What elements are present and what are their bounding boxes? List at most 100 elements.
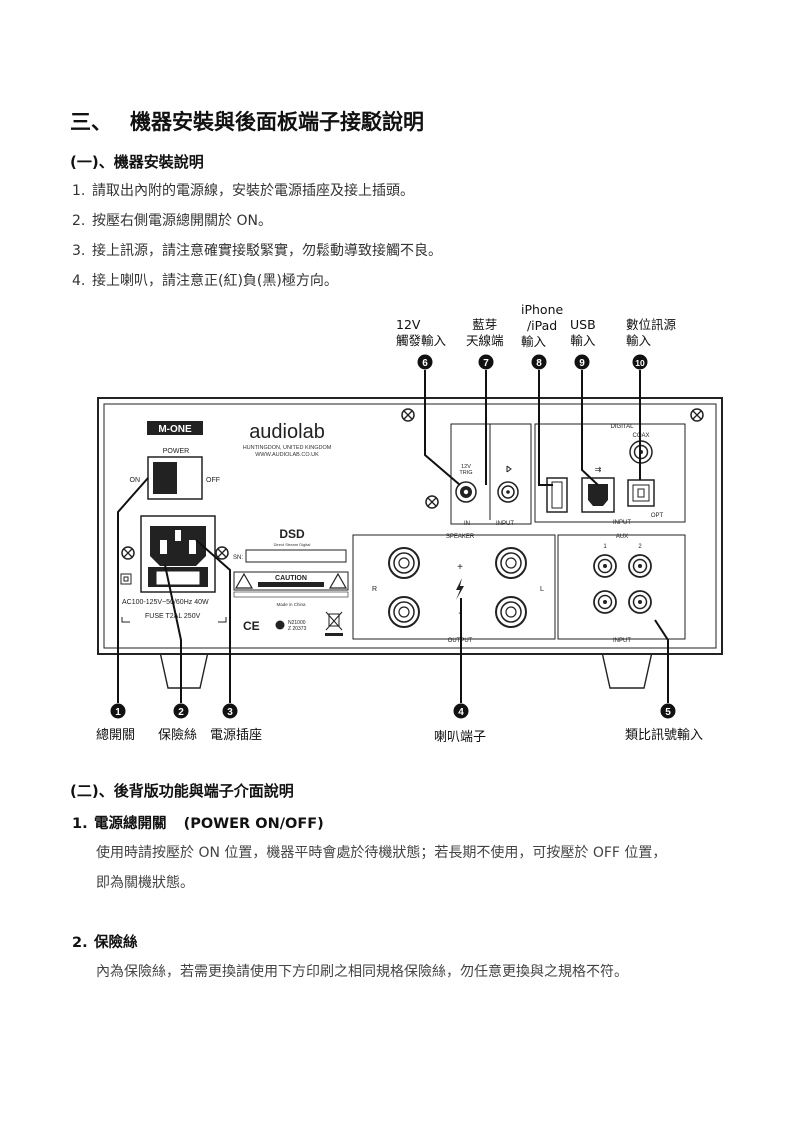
label-fuse: 保險絲 <box>158 728 198 743</box>
label-usb: USB 輸入 <box>570 317 596 349</box>
speaker-terminal <box>388 547 420 579</box>
screw-icon <box>215 546 229 560</box>
install-step-4: 4. 接上喇叭，請注意正(紅)負(黑)極方向。 <box>72 270 338 290</box>
item-title: 保險絲 <box>94 935 138 951</box>
callout-1: 1 <box>110 703 126 719</box>
weee-bin-icon <box>325 611 343 636</box>
aux-panel <box>557 534 686 640</box>
iec-socket <box>150 526 206 566</box>
digital-input-label: INPUT <box>613 520 631 526</box>
section-title-text: 機器安裝與後面板端子接駁說明 <box>130 110 424 134</box>
label-power-switch: 總開關 <box>96 728 136 743</box>
iec-pin <box>189 540 196 554</box>
interface-item-2-line-1: 內為保險絲，若需更換請使用下方印刷之相同規格保險絲，勿任意更換與之規格不符。 <box>96 964 628 980</box>
step-number: 4. <box>72 273 86 289</box>
rca-jack <box>628 590 652 614</box>
svg-text:2: 2 <box>178 707 184 718</box>
leader-lines <box>117 370 669 703</box>
step-number: 1. <box>72 183 86 199</box>
label-bt: 藍芽 天線端 <box>466 317 504 349</box>
callout-4: 4 <box>453 703 469 719</box>
fuse-slot <box>155 570 201 586</box>
n-code-1: N21000 <box>288 620 306 626</box>
label-trig: 12V 觸發輸入 <box>396 317 446 349</box>
callout-7: 7 <box>478 354 494 370</box>
svg-text:6: 6 <box>422 358 428 369</box>
section-title: 三、機器安裝與後面板端子接駁說明 <box>70 106 424 136</box>
sn-label: SN: <box>233 555 243 561</box>
label-digital: 數位訊源 輸入 <box>626 317 676 349</box>
interface-item-1-line-1: 使用時請按壓於 ON 位置，機器平時會處於待機狀態；若長期不使用，可按壓於 OF… <box>96 845 667 861</box>
power-off-label: OFF <box>206 477 220 484</box>
trig-in-label: IN <box>464 521 470 527</box>
speaker-l-label: L <box>540 586 544 593</box>
callout-3: 3 <box>222 703 238 719</box>
aux-label: AUX <box>616 534 628 540</box>
label-usb-line1: USB <box>570 317 596 332</box>
bt-input-label: INPUT <box>496 521 514 527</box>
svg-text:4: 4 <box>458 707 464 718</box>
ctick-icon <box>275 620 285 630</box>
lightning-icon <box>456 578 464 600</box>
warning-icon <box>328 572 348 589</box>
rca-jack <box>628 554 652 578</box>
interface-item-1-line-2: 即為關機狀態。 <box>96 875 194 891</box>
speaker-label: SPEAKER <box>446 534 475 540</box>
svg-text:5: 5 <box>665 707 671 718</box>
power-label: POWER <box>163 448 189 455</box>
install-step-3: 3.接上訊源，請注意確實接駁緊實，勿鬆動導致接觸不良。 <box>72 240 442 260</box>
svg-text:10: 10 <box>635 358 645 368</box>
label-iphone-line2: /iPad <box>526 318 558 333</box>
label-digital-line2: 輸入 <box>626 333 652 348</box>
svg-text:1: 1 <box>115 707 121 718</box>
install-step-2: 2.按壓右側電源總開關於 ON。 <box>72 210 272 230</box>
brand-badge-text: M-ONE <box>158 424 192 435</box>
voltage-rating: AC100-125V~50/60Hz 40W <box>122 599 209 606</box>
step-text: 接上喇叭，請注意正(紅)負(黑)極方向。 <box>92 273 338 289</box>
step-number: 2. <box>72 213 86 229</box>
power-switch <box>153 462 177 494</box>
label-iphone-line3: 輸入 <box>521 334 547 349</box>
trig-label-2: TRIG <box>459 470 472 476</box>
section-number: 三、 <box>70 110 112 134</box>
callout-8: 8 <box>531 354 547 370</box>
install-step-1: 1.請取出內附的電源線，安裝於電源插座及接上插頭。 <box>72 180 414 200</box>
step-number: 3. <box>72 243 86 259</box>
dsd-sub: Direct Stream Digital <box>274 542 311 547</box>
trig-label-1: 12V <box>461 464 471 470</box>
aux-1-label: 1 <box>603 544 607 550</box>
brand-address2: WWW.AUDIOLAB.CO.UK <box>255 452 319 458</box>
screw-icon <box>401 408 415 422</box>
sn-field <box>245 549 347 563</box>
iec-pin <box>175 530 181 541</box>
label-socket: 電源插座 <box>210 728 263 743</box>
interface-item-1-title: 1.電源總開關 (POWER ON/OFF) <box>72 812 324 833</box>
brand-address1: HUNTINGDON, UNITED KINGDOM <box>243 445 332 451</box>
label-speaker: 喇叭端子 <box>434 730 487 745</box>
speaker-terminal <box>495 596 527 628</box>
dsd-logo: DSD <box>279 527 305 541</box>
warning-icon <box>234 572 254 589</box>
callout-6: 6 <box>417 354 433 370</box>
brand-logo: audiolab <box>249 421 325 443</box>
install-heading: (一)、機器安裝說明 <box>70 153 204 171</box>
label-bt-line1: 藍芽 <box>472 317 498 332</box>
label-trig-line2: 觸發輸入 <box>396 333 447 348</box>
label-usb-line2: 輸入 <box>570 333 596 348</box>
rca-jack <box>593 590 617 614</box>
speaker-terminal <box>495 547 527 579</box>
caution-label: CAUTION <box>275 575 307 582</box>
svg-text:7: 7 <box>483 358 489 369</box>
fuse-rating: FUSE T2AL 250V <box>145 613 201 620</box>
item-number: 1. <box>72 816 88 832</box>
n-code-2: Z 20373 <box>288 626 307 632</box>
caution-strip <box>258 582 324 587</box>
label-iphone: iPhone /iPad 輸入 <box>521 302 563 350</box>
ce-mark: CE <box>243 619 260 633</box>
power-on-label: ON <box>130 477 141 484</box>
warning-strip <box>233 591 349 598</box>
speaker-panel <box>352 534 556 640</box>
item-title-en: (POWER ON/OFF) <box>183 816 324 832</box>
callout-5: 5 <box>660 703 676 719</box>
rear-panel-diagram: M-ONE audiolab HUNTINGDON, UNITED KINGDO… <box>97 354 723 719</box>
